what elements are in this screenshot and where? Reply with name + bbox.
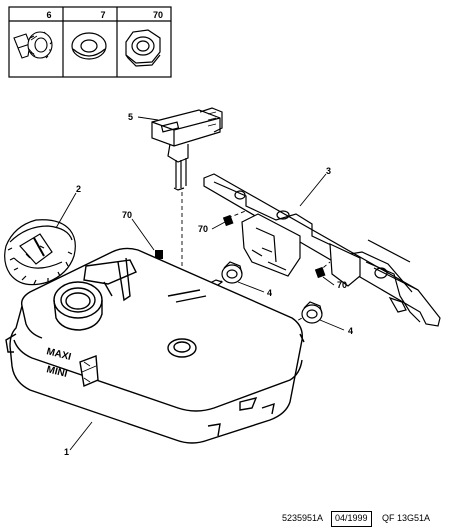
callout-tank: 1 [64, 447, 69, 457]
callout-bracket: 3 [326, 166, 331, 176]
callout-sensor: 5 [128, 112, 133, 122]
filler-cap [4, 219, 76, 286]
key-label-70: 70 [153, 10, 163, 20]
level-sensor [151, 107, 223, 191]
callout-nut-bracket-upper: 70 [198, 224, 208, 234]
mini-mark: MINI [45, 364, 68, 380]
callout-grommet-upper: 4 [267, 288, 272, 298]
leader-lines [55, 116, 345, 451]
expansion-tank [5, 247, 305, 444]
callout-nut-bracket-lower: 70 [337, 280, 347, 290]
mounting-bracket [203, 173, 441, 327]
parts-key-box [8, 6, 172, 78]
callout-nut-center: 70 [122, 210, 132, 220]
callout-cap: 2 [76, 184, 81, 194]
revision-date: 04/1999 [331, 511, 372, 527]
washer-icon [71, 32, 107, 60]
reference-number: 5235951A [282, 513, 324, 523]
key-label-7: 7 [100, 10, 105, 20]
reference-code: QF 13G51A [382, 513, 431, 523]
nut-icon [125, 29, 161, 67]
clip-bolt-icon [13, 31, 53, 59]
callout-grommet-lower: 4 [348, 326, 353, 336]
bracket-nut-lower [314, 266, 326, 279]
bracket-nut-upper [222, 214, 234, 227]
key-label-6: 6 [46, 10, 51, 20]
